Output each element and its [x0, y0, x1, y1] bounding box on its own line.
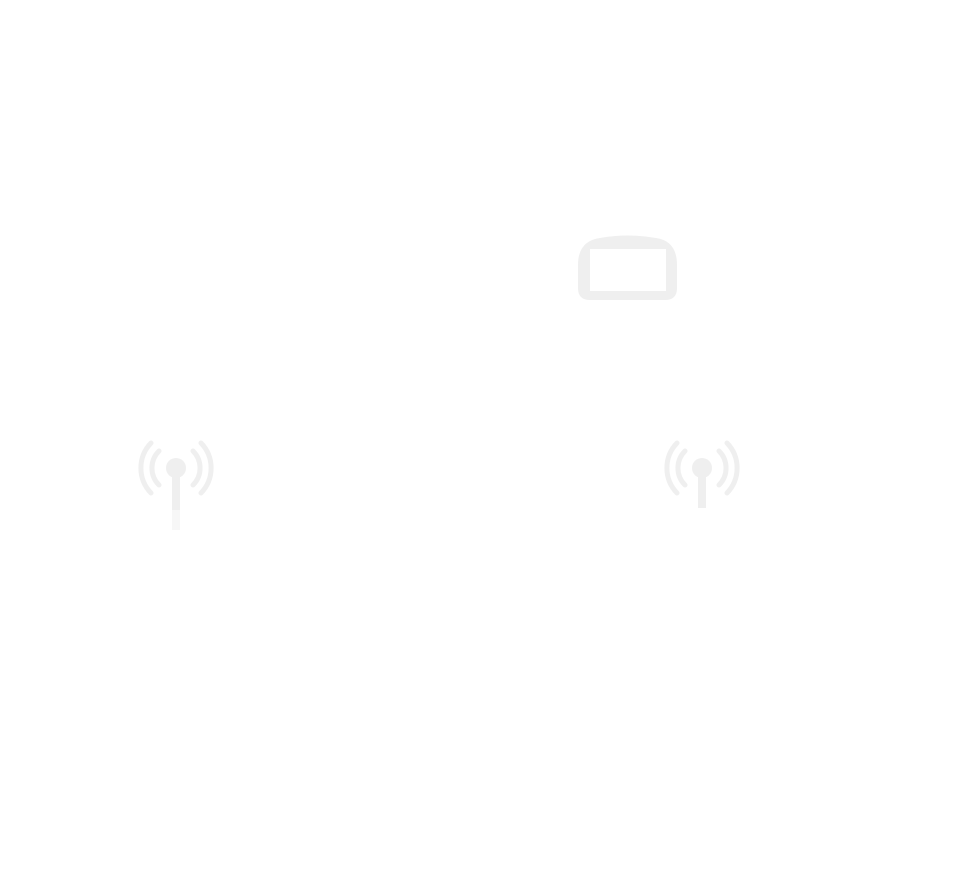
antenna-signal-icon — [664, 440, 740, 508]
antenna-signal-icon — [138, 440, 214, 530]
display-screen-icon — [578, 235, 677, 300]
